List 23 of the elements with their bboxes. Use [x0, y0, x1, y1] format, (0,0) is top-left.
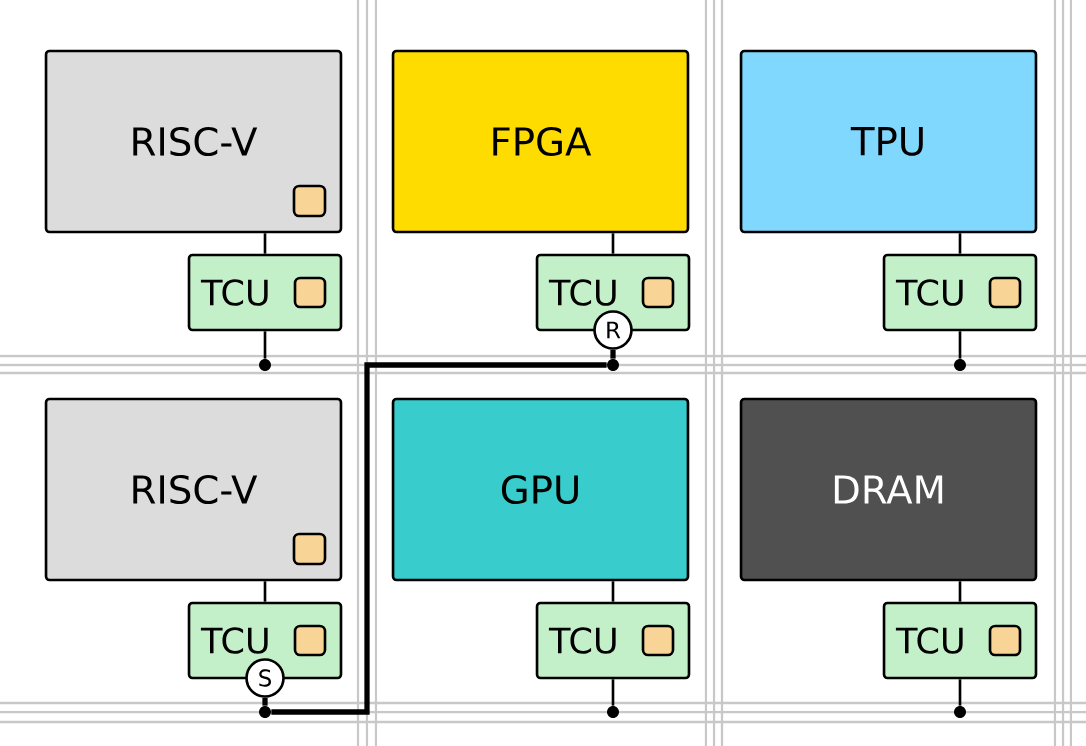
connector-line	[263, 581, 267, 602]
processor-box: FPGA	[391, 49, 690, 234]
connector-line	[262, 697, 268, 706]
processor-box: RISC-V	[44, 397, 343, 582]
processor-box: DRAM	[739, 397, 1038, 582]
connector-line	[263, 331, 267, 359]
connector-line	[958, 233, 962, 254]
processor-box: GPU	[391, 397, 690, 582]
tcu-box: TCU	[535, 601, 691, 680]
connector-line	[611, 581, 615, 602]
processor-box: TPU	[739, 49, 1038, 234]
tcu-box: TCU	[882, 253, 1038, 332]
processor-box: RISC-V	[44, 49, 343, 234]
connector-line	[263, 233, 267, 254]
connector-line	[958, 331, 962, 359]
connector-line	[958, 581, 962, 602]
tcu-box: TCU	[882, 601, 1038, 680]
connector-line	[271, 362, 607, 715]
connector-line	[611, 233, 615, 254]
connector-line	[611, 679, 615, 706]
connector-line	[610, 349, 616, 359]
connector-line	[958, 679, 962, 706]
tcu-box: TCU	[187, 253, 343, 332]
